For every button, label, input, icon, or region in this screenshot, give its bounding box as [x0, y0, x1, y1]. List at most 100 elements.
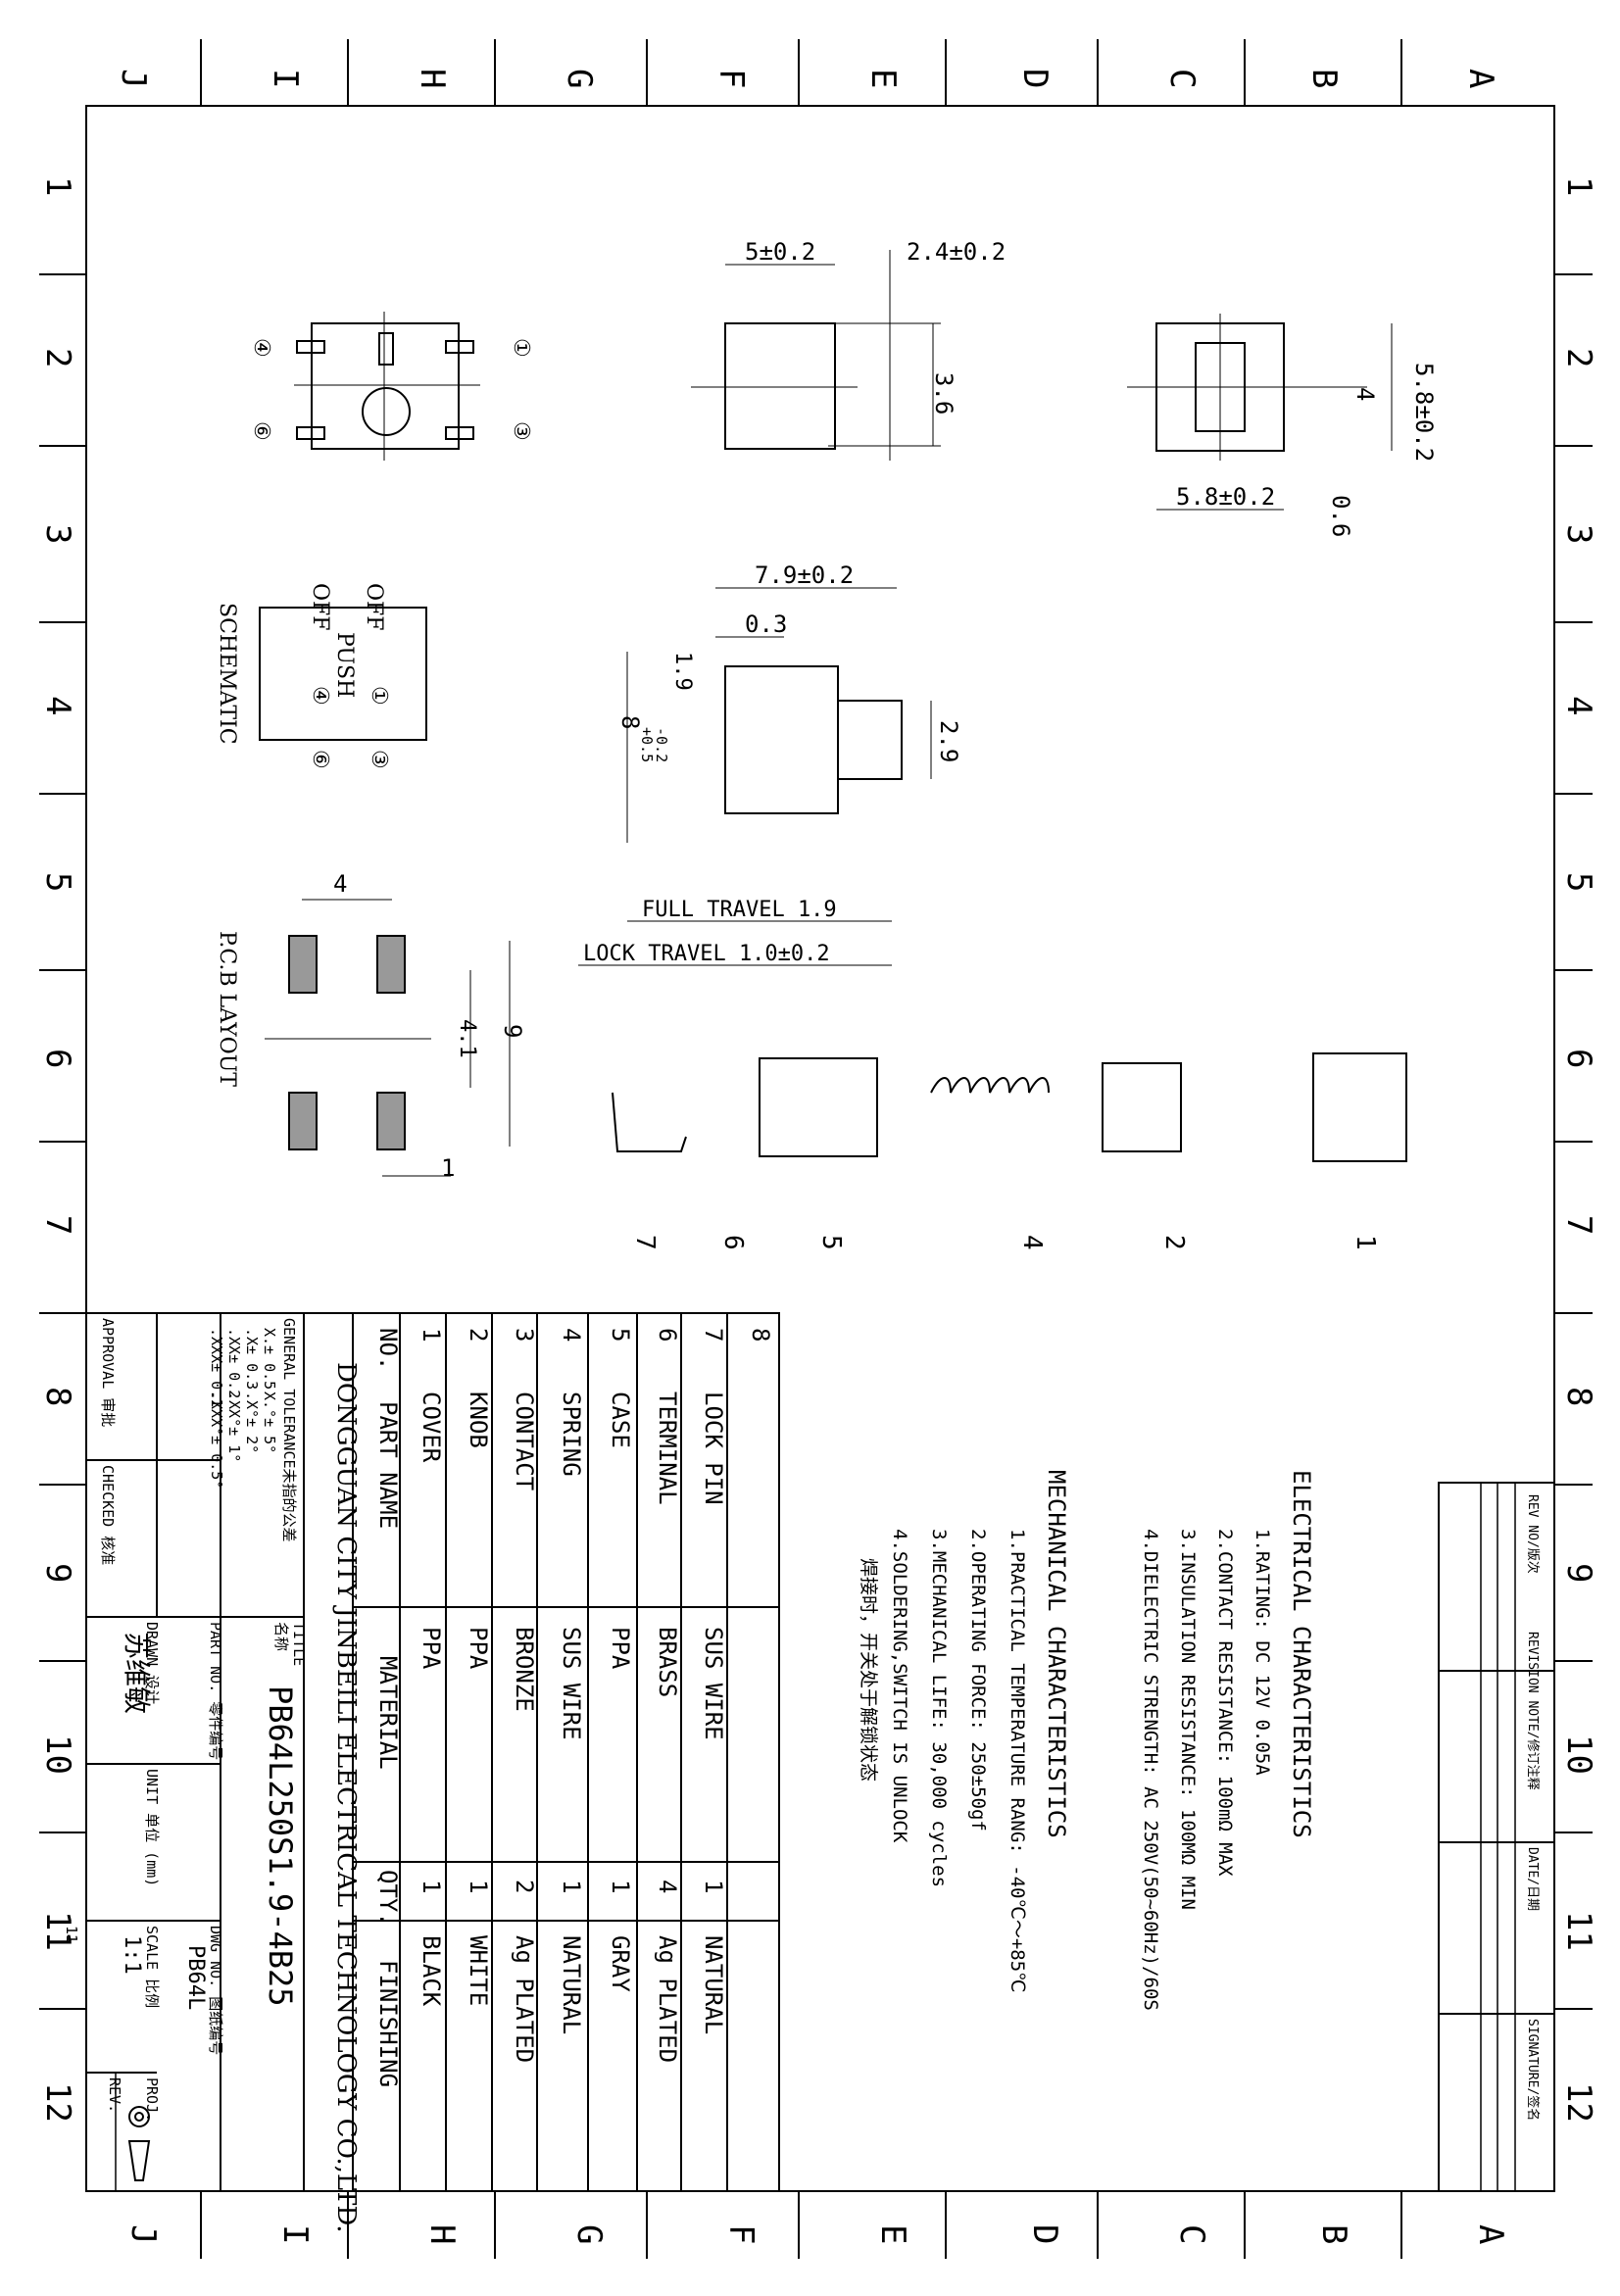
dim-height: 5.8±0.2: [1410, 363, 1438, 462]
bom-cell: 1: [465, 1880, 492, 1893]
dim-1: 1: [441, 1154, 455, 1182]
dim-width: 5±0.2: [745, 238, 815, 266]
approval-label: APPROVAL 审批: [99, 1318, 117, 1427]
lock-pin-part: [612, 1092, 687, 1152]
zone-letter-top: A: [1461, 69, 1500, 88]
pin-label: ⑥: [308, 750, 332, 769]
dim-9: 9: [499, 1024, 526, 1038]
revision-header: REVISION NOTE/修订注释: [1525, 1632, 1540, 1790]
tolerance-linear: X.± 0.5: [261, 1328, 278, 1390]
bom-cell: KNOB: [465, 1392, 492, 1448]
bom-cell: WHITE: [465, 1935, 492, 2006]
tolerance-linear: .XX± 0.2: [225, 1328, 243, 1398]
zone-letter-top: C: [1162, 69, 1202, 88]
zone-number-right: 8: [1559, 1387, 1598, 1406]
callout-number: 5: [816, 1235, 846, 1250]
bom-cell: GRAY: [607, 1935, 634, 1992]
zone-letter-bottom: F: [721, 2224, 761, 2244]
bom-cell: 7: [700, 1328, 727, 1342]
title-label: TITLE: [290, 1622, 308, 1666]
bom-cell: COVER: [417, 1392, 445, 1463]
drawn-by: 苏维敏: [121, 1632, 153, 1714]
page-mark: 11: [63, 1926, 80, 1943]
tolerance-title: GENERAL TOLERANCE未指的公差: [280, 1318, 298, 1542]
electrical-title: ELECTRICAL CHARACTERISTICS: [1288, 1470, 1315, 1838]
tolerance-linear: .XXX± 0.1: [208, 1328, 225, 1407]
mechanical-spec: 2.OPERATING FORCE: 250±50gf: [967, 1529, 989, 1832]
bom-cell: 3: [511, 1328, 538, 1342]
tolerance-linear: .X± 0.3: [243, 1328, 261, 1390]
bom-cell: SUS WIRE: [558, 1627, 585, 1740]
drawn-label: DRAWN 设计: [143, 1622, 161, 1704]
zone-number-left: 9: [38, 1563, 77, 1583]
zone-letter-bottom: E: [873, 2224, 912, 2244]
callout-number: 1: [1350, 1235, 1380, 1250]
bom-cell: 2: [511, 1880, 538, 1893]
bom-cell: CONTACT: [511, 1392, 538, 1490]
zone-letter-top: B: [1304, 69, 1344, 88]
zone-number-right: 12: [1559, 2082, 1598, 2123]
revision-header: REV NO/版次: [1525, 1494, 1541, 1574]
dim-gap: 0.6: [1327, 495, 1354, 537]
lock-travel: LOCK TRAVEL 1.0±0.2: [583, 942, 830, 966]
bom-cell: 2: [465, 1328, 492, 1342]
zone-letter-top: F: [712, 69, 751, 88]
spring-part: [930, 1077, 1050, 1094]
zone-number-left: 3: [38, 524, 77, 544]
bom-header: FINISHING: [374, 1960, 402, 2087]
title-block: DONGGUAN CITY JINBEILI ELECTRICAL TECHNO…: [63, 1312, 361, 2233]
scale-label: SCALE 比例: [143, 1926, 161, 2008]
zone-number-left: 2: [38, 348, 77, 367]
bom-cell: NATURAL: [558, 1935, 585, 2034]
zone-letter-bottom: G: [569, 2224, 609, 2244]
pin-label: ③: [509, 421, 533, 441]
zone-number-left: 1: [38, 176, 77, 196]
bom-table: NO.PART NAMEMATERIALQTY.FINISHING1COVERP…: [352, 1312, 780, 2192]
bom-cell: Ag PLATED: [654, 1935, 681, 2063]
revision-header: SIGNATURE/签名: [1525, 2019, 1541, 2121]
tolerance-angular: X.°± 5°: [261, 1392, 278, 1453]
zone-number-left: 12: [38, 2082, 77, 2123]
bom-cell: TERMINAL: [654, 1392, 681, 1505]
bom-cell: 4: [558, 1328, 585, 1342]
cover-part: [1312, 1052, 1407, 1162]
bom-header: PART NAME: [374, 1401, 402, 1529]
zone-letter-top: J: [114, 69, 153, 88]
bom-cell: CASE: [607, 1392, 634, 1448]
zone-number-right: 5: [1559, 872, 1598, 892]
zone-number-right: 7: [1559, 1215, 1598, 1235]
bom-cell: SUS WIRE: [700, 1627, 727, 1740]
bom-cell: 1: [417, 1880, 445, 1893]
zone-number-right: 11: [1559, 1911, 1598, 1951]
zone-number-right: 4: [1559, 696, 1598, 715]
bom-cell: 1: [700, 1880, 727, 1893]
zone-number-left: 10: [38, 1734, 77, 1775]
callout-number: 2: [1159, 1235, 1189, 1250]
full-travel: FULL TRAVEL 1.9: [642, 898, 837, 922]
dim-height: 3.6: [930, 372, 957, 415]
bom-cell: BRONZE: [511, 1627, 538, 1712]
dim-length: 7.9±0.2: [755, 562, 854, 589]
dim-lead: 1.9: [670, 652, 695, 691]
bom-header: MATERIAL: [374, 1656, 402, 1770]
end-view: 5.8±0.25.8±0.240.6: [1127, 314, 1438, 537]
bom-cell: PPA: [465, 1627, 492, 1670]
dim-tol-dn: -0.2: [653, 727, 670, 762]
case-part: [759, 1057, 878, 1157]
zone-number-left: 8: [38, 1387, 77, 1406]
mechanical-spec: 焊接时，开关处于解锁状态: [858, 1558, 879, 1782]
bom-cell: 1: [417, 1328, 445, 1342]
bom-cell: 8: [747, 1328, 774, 1342]
projection-symbol-icon: [127, 2106, 151, 2181]
zone-number-left: 4: [38, 696, 77, 715]
zone-letter-bottom: J: [123, 2224, 163, 2244]
bom-cell: Ag PLATED: [511, 1935, 538, 2063]
